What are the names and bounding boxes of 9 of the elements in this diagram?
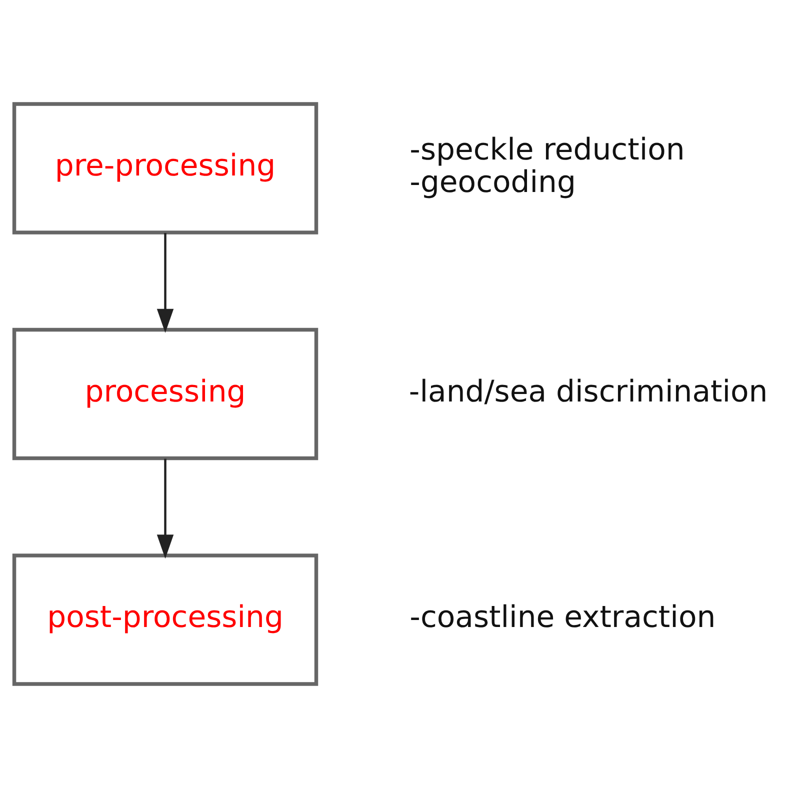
node-label: -coastline extraction <box>410 600 716 636</box>
node-label: -geocoding <box>410 165 576 200</box>
node-box: post-processing <box>12 554 318 686</box>
arrow <box>156 233 174 333</box>
node-label: -land/sea discrimination <box>408 374 768 410</box>
node-box: processing <box>12 328 318 460</box>
node-label: -speckle reduction <box>410 132 685 168</box>
node-box: pre-processing <box>12 102 318 234</box>
arrow <box>156 458 174 559</box>
